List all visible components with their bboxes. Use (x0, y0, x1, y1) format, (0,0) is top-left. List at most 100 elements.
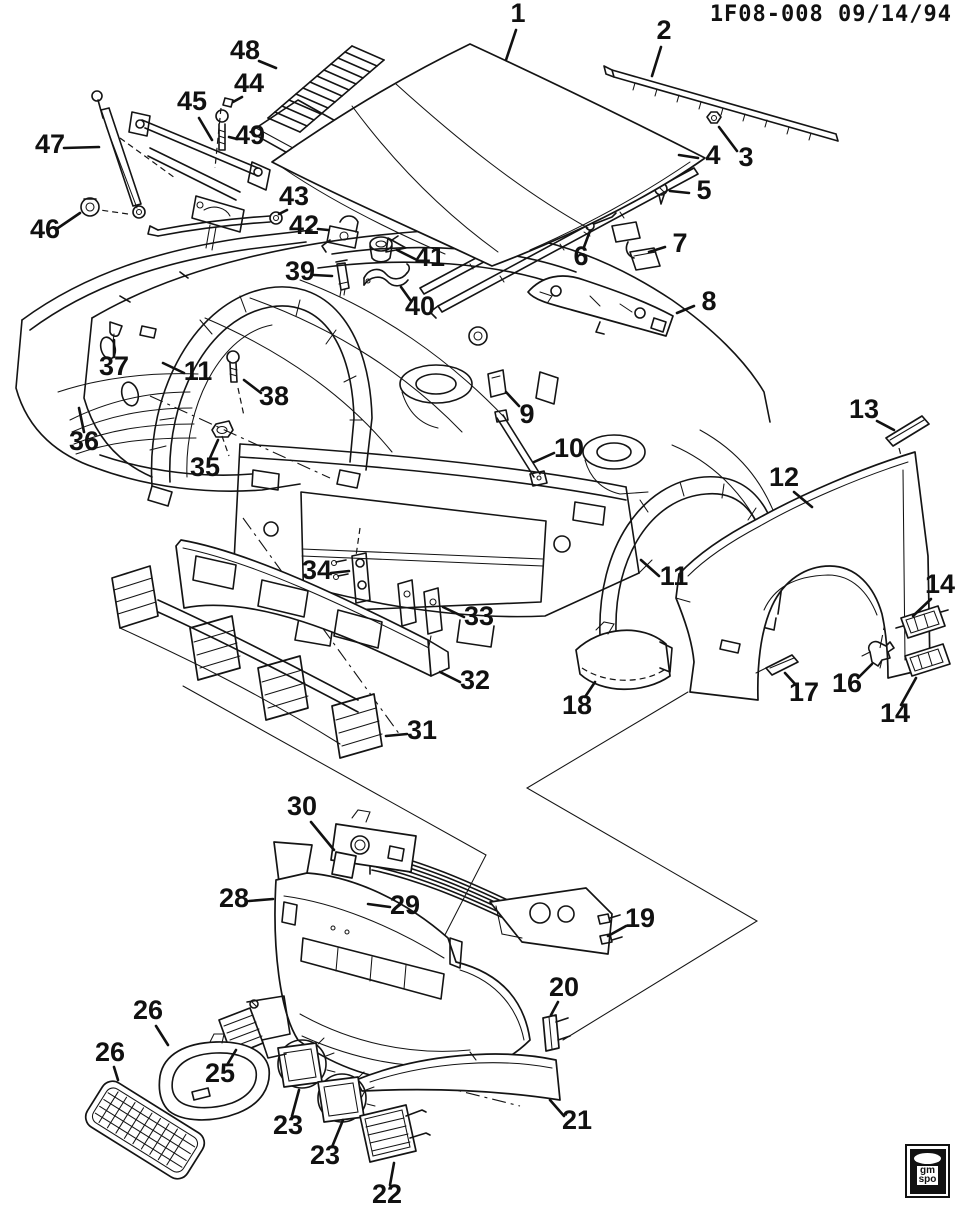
callout-45: 45 (177, 86, 207, 116)
leader-10 (532, 451, 556, 464)
pin-39 (335, 259, 350, 297)
callout-10: 10 (554, 433, 584, 463)
lamp-harness-7 (611, 221, 661, 271)
gm-logo-oval (914, 1152, 941, 1164)
bolt-38 (226, 350, 240, 383)
hood-latch-8 (527, 275, 674, 337)
callout-43: 43 (279, 181, 309, 211)
clip-44 (222, 97, 234, 108)
leader-17 (783, 671, 798, 687)
callout-28: 28 (219, 883, 249, 913)
leader-38 (242, 378, 263, 395)
leader-7 (647, 245, 667, 254)
leader-48 (257, 59, 278, 70)
leader-45 (197, 116, 214, 142)
callout-8: 8 (701, 286, 716, 316)
leader-3 (717, 125, 739, 153)
leader-14a (911, 597, 933, 618)
marker-lamp-14-lower (904, 643, 951, 677)
leader-26a (154, 1024, 170, 1047)
leader-11a (161, 361, 186, 375)
leader-36 (77, 406, 86, 434)
leader-44 (231, 95, 244, 104)
callout-9: 9 (519, 399, 534, 429)
callout-46: 46 (30, 214, 60, 244)
grommet-46 (80, 197, 100, 217)
turn-lamp-22 (359, 1104, 431, 1163)
leader-6 (582, 229, 592, 249)
callout-11b: 11 (660, 561, 689, 591)
sheet-number-header: 1F08-008 09/14/94 (710, 2, 952, 27)
nut-3 (706, 111, 722, 124)
callout-31: 31 (407, 715, 437, 745)
bracket-34 (330, 552, 371, 604)
leader-30 (309, 820, 336, 852)
air-deflector-18 (575, 621, 673, 691)
bracket-frame-30 (330, 809, 417, 879)
bracket-9 (487, 369, 507, 398)
callout-14b: 14 (880, 698, 910, 728)
leader-2 (650, 45, 663, 78)
leader-39 (312, 273, 334, 278)
bracket-20 (542, 1014, 571, 1052)
leader-29 (366, 902, 392, 909)
leader-14b (899, 676, 918, 707)
logo-line-spo: spo (918, 1173, 937, 1185)
callout-12: 12 (769, 462, 799, 492)
callout-48: 48 (230, 35, 260, 65)
gm-spo-logo-text: gm spo (916, 1165, 939, 1185)
hood-strut-47 (91, 90, 146, 219)
callout-41: 41 (415, 242, 445, 272)
callout-22: 22 (372, 1179, 402, 1209)
callout-13: 13 (849, 394, 879, 424)
hood-weatherstrip-2 (603, 65, 839, 142)
leader-23b (330, 1118, 345, 1149)
callout-2: 2 (656, 15, 671, 45)
latch-rod-43 (147, 211, 283, 237)
callout-26a: 26 (133, 995, 163, 1025)
callout-1: 1 (510, 0, 525, 28)
callout-19: 19 (625, 903, 655, 933)
leader-46 (56, 211, 82, 230)
callout-26b: 26 (95, 1037, 125, 1067)
nut-35 (211, 420, 234, 438)
callout-20: 20 (549, 972, 579, 1002)
latch-cup-41 (369, 235, 399, 263)
leader-35 (208, 438, 220, 460)
brace-10 (494, 409, 548, 487)
callout-7: 7 (672, 228, 687, 258)
callout-35: 35 (190, 452, 220, 482)
leader-12 (792, 490, 814, 509)
callout-30: 30 (287, 791, 317, 821)
leader-34 (329, 569, 351, 575)
leader-33 (441, 605, 466, 619)
marker-lamp-14-upper (895, 605, 949, 639)
leader-42 (316, 227, 330, 232)
fender-skirt-36 (15, 229, 313, 492)
hood-panel-1 (271, 43, 706, 267)
callout-23a: 23 (273, 1110, 303, 1140)
leader-26b (112, 1065, 120, 1082)
callout-36: 36 (69, 426, 99, 456)
sheet-code: 1F08-008 (709, 2, 824, 27)
leader-31 (384, 732, 409, 738)
leader-8 (675, 304, 696, 315)
leader-21 (548, 1098, 566, 1118)
clip-37 (109, 321, 123, 343)
callout-49: 49 (235, 120, 265, 150)
callout-29: 29 (390, 890, 420, 920)
leader-40 (399, 285, 413, 303)
wheelhouse-liner-11-left (147, 286, 373, 507)
leader-20 (549, 1000, 560, 1017)
leader-28 (247, 897, 275, 903)
air-dam-21 (355, 1051, 561, 1101)
energy-absorber-31 (111, 565, 383, 759)
leader-1 (504, 28, 518, 62)
callout-21: 21 (562, 1105, 592, 1135)
bracket-40 (363, 263, 411, 287)
hood-hinge-45 (128, 111, 271, 251)
callout-3: 3 (738, 142, 753, 172)
callout-32: 32 (460, 665, 490, 695)
bracket-16 (861, 640, 895, 669)
